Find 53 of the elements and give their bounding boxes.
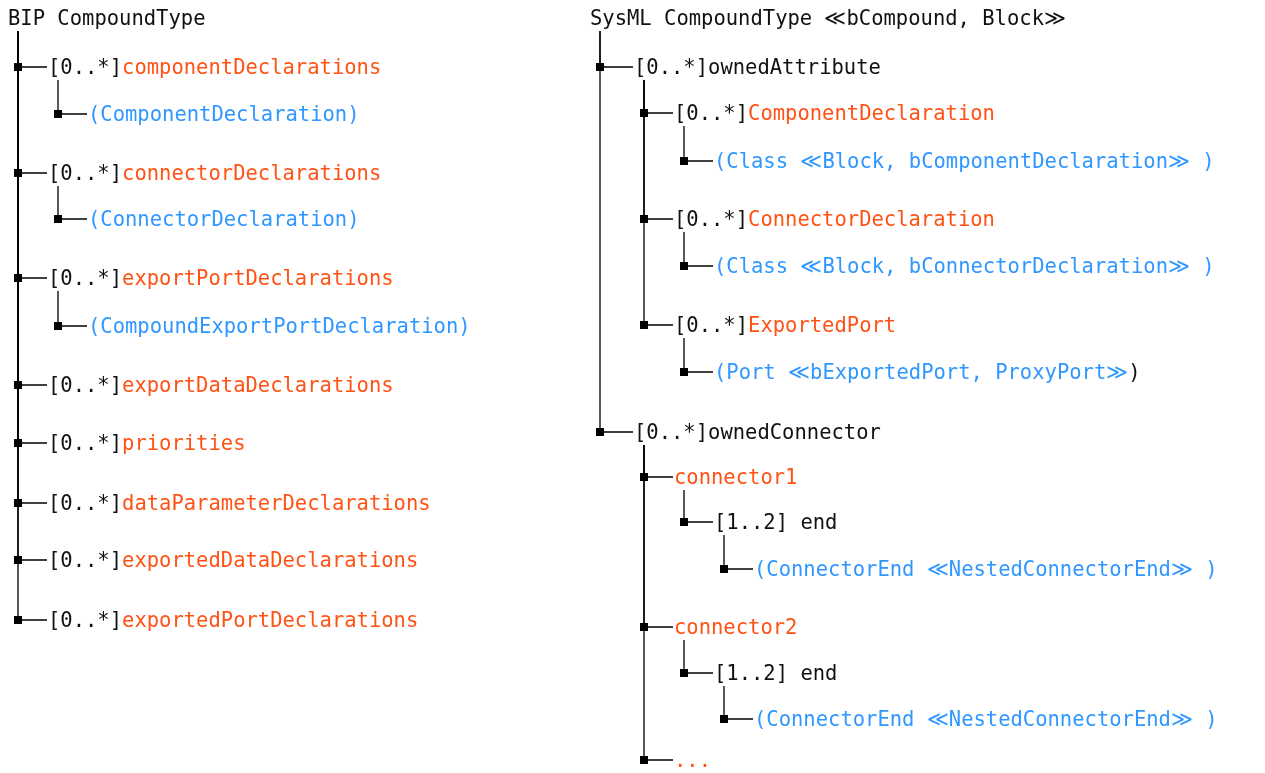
multiplicity-label: [0..*] xyxy=(48,373,123,397)
tree-item-label: [0..*]ownedConnector xyxy=(634,419,881,445)
tree-item-label: ConnectorDeclaration xyxy=(748,207,995,231)
tree-connector xyxy=(723,685,754,720)
tree-item-label: (ConnectorEnd ≪NestedConnectorEnd≫ ) xyxy=(754,556,1218,582)
tree-item-label: [1..2] end xyxy=(714,509,838,535)
tree-connector xyxy=(683,489,714,523)
multiplicity-label: [0..*] xyxy=(674,101,749,125)
tree-item-label: (ConnectorEnd ≪NestedConnectorEnd≫ ) xyxy=(754,706,1218,732)
tree-connector xyxy=(599,30,634,433)
tree-connector xyxy=(643,444,674,761)
tree-connector xyxy=(683,639,714,674)
tree-connector xyxy=(683,125,714,162)
tree-item-label: [1..2] end xyxy=(714,660,838,686)
multiplicity-label: [0..*] xyxy=(674,313,749,337)
tree-item-label: connectorDeclarations xyxy=(122,161,382,185)
tree-item-label: (Class ≪Block, bConnectorDeclaration≫ ) xyxy=(714,253,1215,279)
multiplicity-label: [0..*] xyxy=(674,207,749,231)
multiplicity-label: [0..*] xyxy=(48,55,123,79)
tree-item-label: componentDeclarations xyxy=(122,55,382,79)
tree-item-label: dataParameterDeclarations xyxy=(122,491,431,515)
closing-bracket: ) xyxy=(1128,360,1141,384)
tree-connector xyxy=(57,185,88,220)
tree-item-label: ... xyxy=(674,747,712,773)
tree-item-label: (CompoundExportPortDeclaration) xyxy=(88,313,471,339)
tree-item-label: (ComponentDeclaration) xyxy=(88,101,360,127)
tree-item-label: (Port ≪bExportedPort, ProxyPort≫ xyxy=(714,360,1129,384)
tree-root-label: SysML CompoundType ≪bCompound, Block≫ xyxy=(590,5,1066,31)
tree-connector xyxy=(683,231,714,267)
multiplicity-label: [0..*] xyxy=(48,161,123,185)
tree-item-label: ExportedPort xyxy=(748,313,897,337)
tree-item-label: [0..*]ownedAttribute xyxy=(634,54,881,80)
tree-connector xyxy=(57,290,88,327)
multiplicity-label: [0..*] xyxy=(48,266,123,290)
tree-item-label: priorities xyxy=(122,431,246,455)
tree-item-label: exportedPortDeclarations xyxy=(122,608,419,632)
tree-item-label: (Class ≪Block, bComponentDeclaration≫ ) xyxy=(714,148,1215,174)
multiplicity-label: [0..*] xyxy=(48,431,123,455)
tree-item-label: ComponentDeclaration xyxy=(748,101,995,125)
tree-connector xyxy=(643,79,674,326)
tree-root-label: BIP CompoundType xyxy=(8,5,206,31)
tree-item-label: exportDataDeclarations xyxy=(122,373,394,397)
tree-item-label: connector2 xyxy=(674,614,798,640)
tree-item-label: exportPortDeclarations xyxy=(122,266,394,290)
tree-item-label: connector1 xyxy=(674,464,798,490)
multiplicity-label: [0..*] xyxy=(48,491,123,515)
multiplicity-label: [0..*] xyxy=(48,608,123,632)
multiplicity-label: [0..*] xyxy=(48,548,123,572)
tree-connector xyxy=(683,337,714,373)
tree-connector xyxy=(723,534,754,570)
tree-item-label: (ConnectorDeclaration) xyxy=(88,206,360,232)
tree-item-label: exportedDataDeclarations xyxy=(122,548,419,572)
tree-connector xyxy=(57,79,88,115)
